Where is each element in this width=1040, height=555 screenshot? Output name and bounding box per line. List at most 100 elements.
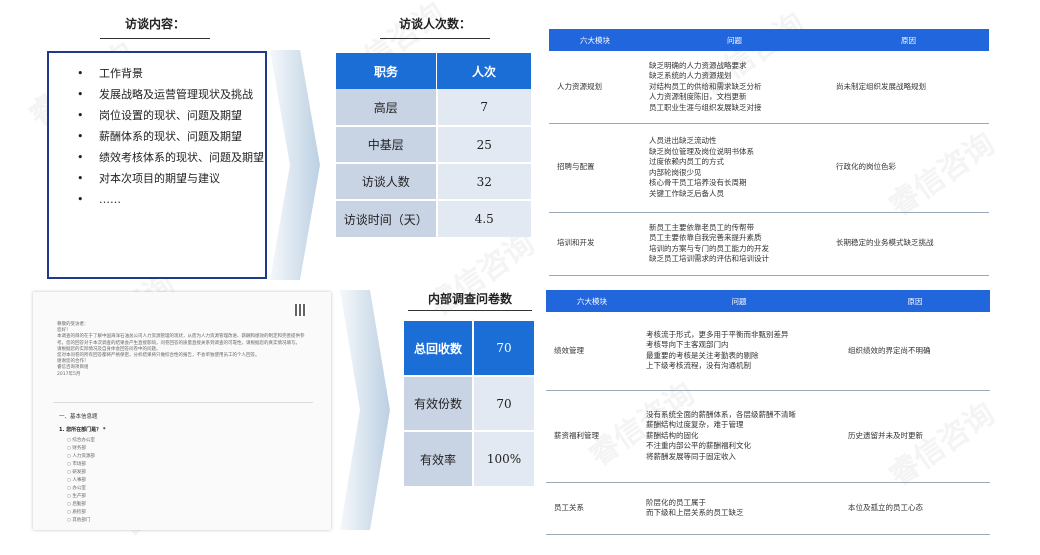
interview-item: 发展战略及运营管理现状及挑战	[77, 84, 265, 105]
interview-item: 对本次项目的期望与建议	[77, 168, 265, 189]
module-cell: 人力资源规划	[549, 51, 641, 124]
survey-options: ○ 综合办公室 ○ 财务部 ○ 人力资源部 ○ 市场部 ○ 研发部 ○ 人事部 …	[67, 437, 95, 525]
issues-cell: 没有系统全面的薪酬体系，各层级薪酬不清晰薪酬结构过度复杂，难于管理薪酬结构的固化…	[638, 390, 840, 483]
arrow-shape	[270, 50, 320, 280]
survey-question: 1. 您所在部门是？ *	[59, 427, 106, 433]
survey-count-value: 70	[472, 321, 534, 376]
interview-item: 薪酬体系的现状、问题及期望	[77, 126, 265, 147]
people-role: 访谈时间（天）	[336, 200, 437, 237]
survey-greeting: 尊敬的受访者：	[57, 322, 89, 327]
survey-thanks: 谢谢您的合作！	[57, 359, 89, 365]
people-title: 访谈人次数：	[398, 17, 471, 31]
list-item[interactable]: ○ 质检部	[67, 510, 86, 515]
interview-title: 访谈内容：	[124, 17, 185, 31]
module-cell: 薪资福利管理	[546, 390, 638, 483]
people-count: 4.5	[435, 200, 531, 237]
col-header-issue: 问题	[641, 29, 828, 51]
module-cell: 培训和开发	[549, 212, 641, 276]
col-header-module: 六大模块	[546, 290, 638, 312]
table-row: 中基层 25	[336, 126, 531, 164]
interview-box: 工作背景 发展战略及运营管理现状及挑战 岗位设置的现状、问题及期望 薪酬体系的现…	[47, 51, 267, 279]
survey-document: 尊敬的受访者： 您好！ 本调查的目的在于了解中国海洋石油总公司人力资源管理的现状…	[33, 292, 331, 530]
col-header-cause: 原因	[828, 29, 989, 51]
survey-paragraph: 本调查的目的在于了解中国海洋石油总公司人力资源管理的现状，从而为人力资源管理改进…	[57, 334, 305, 346]
arrow-shape	[340, 290, 390, 530]
table-row: 访谈人数 32	[336, 163, 531, 201]
hr-issues-table-1: 六大模块 问题 原因 人力资源规划 缺乏明确的人力资源战略要求缺乏系统的人力资源…	[549, 29, 989, 276]
survey-count-value: 100%	[472, 430, 534, 486]
cause-cell: 本位及孤立的员工心态	[840, 482, 990, 535]
list-item[interactable]: ○ 综合办公室	[67, 438, 95, 443]
module-cell: 员工关系	[546, 482, 638, 535]
cause-cell: 尚未制定组织发展战略规划	[828, 51, 989, 124]
module-cell: 招聘与配置	[549, 123, 641, 213]
table-row: 薪资福利管理 没有系统全面的薪酬体系，各层级薪酬不清晰薪酬结构过度复杂，难于管理…	[546, 390, 990, 483]
cause-cell: 行政化的岗位色彩	[828, 123, 989, 213]
interview-list: 工作背景 发展战略及运营管理现状及挑战 岗位设置的现状、问题及期望 薪酬体系的现…	[49, 53, 265, 210]
issues-cell: 新员工主要依靠老员工的传帮带员工主要依靠自我完善来提升素质培训的方案与专门的员工…	[641, 212, 828, 276]
list-item[interactable]: ○ 财务部	[67, 446, 86, 451]
list-item[interactable]: ○ 市场部	[67, 462, 86, 467]
people-table: 职务 人次 高层 7 中基层 25 访谈人数 32 访谈时间（天） 4.5	[336, 53, 531, 237]
interview-item: 绩效考核体系的现状、问题及期望	[77, 147, 265, 168]
issues-cell: 考核流于形式，更多用于平衡而非甄别差异考核导向下主客观部门内最重要的考核是关注考…	[638, 312, 840, 391]
survey-paragraph: 请根据您的实际情况及自身体会回答问卷中的问题。	[57, 346, 161, 352]
table-row: 招聘与配置 人员进出缺乏流动性缺乏岗位管理及岗位说明书体系过度依赖内员工的方式内…	[549, 123, 989, 213]
list-item[interactable]: ○ 其他部门	[67, 518, 91, 523]
people-table-header: 职务 人次	[336, 53, 531, 89]
qr-code	[295, 304, 307, 316]
cause-cell: 组织绩效的界定尚不明确	[840, 312, 990, 391]
survey-count-label: 有效份数	[404, 375, 473, 431]
module-cell: 绩效管理	[546, 312, 638, 391]
table-row: 高层 7	[336, 89, 531, 127]
list-item[interactable]: ○ 后勤部	[67, 502, 86, 507]
people-count: 32	[435, 163, 531, 201]
survey-org: 睿信咨询项目组	[57, 365, 89, 371]
table-header: 六大模块 问题 原因	[546, 290, 990, 312]
cause-cell: 长期稳定的业务模式缺乏挑战	[828, 212, 989, 276]
survey-paragraph: 您对本问卷的所有回答都将严格保密，分析结果将只做综合性的报告，不会单独使用员工的…	[57, 353, 260, 359]
people-count: 7	[435, 89, 531, 127]
survey-section: 一、基本信息题	[59, 414, 98, 420]
people-role: 高层	[336, 89, 437, 127]
survey-count-title-underline	[408, 310, 532, 311]
table-row: 员工关系 阶层化的员工属于而下级和上层关系的员工缺乏 本位及孤立的员工心态	[546, 482, 990, 535]
list-item[interactable]: ○ 人事部	[67, 478, 86, 483]
table-row: 培训和开发 新员工主要依靠老员工的传帮带员工主要依靠自我完善来提升素质培训的方案…	[549, 212, 989, 276]
people-role: 访谈人数	[336, 163, 437, 201]
table-row: 有效份数 70	[404, 375, 534, 431]
table-row: 绩效管理 考核流于形式，更多用于平衡而非甄别差异考核导向下主客观部门内最重要的考…	[546, 312, 990, 391]
interview-title-underline	[100, 38, 210, 39]
people-header-role: 职务	[373, 64, 398, 79]
table-row: 访谈时间（天） 4.5	[336, 200, 531, 237]
people-role: 中基层	[336, 126, 437, 164]
list-item[interactable]: ○ 办公室	[67, 486, 86, 491]
survey-hello: 您好！	[57, 328, 71, 334]
interview-item: 工作背景	[77, 63, 265, 84]
interview-item: 岗位设置的现状、问题及期望	[77, 105, 265, 126]
col-header-cause: 原因	[840, 290, 990, 312]
table-row: 人力资源规划 缺乏明确的人力资源战略要求缺乏系统的人力资源规划对结构员工的供给和…	[549, 51, 989, 124]
cause-cell: 历史遗留并未及时更新	[840, 390, 990, 483]
survey-count-table: 总回收数 70 有效份数 70 有效率 100%	[404, 321, 534, 486]
people-title-underline	[380, 38, 490, 39]
table-row: 总回收数 70	[404, 321, 534, 376]
issues-cell: 缺乏明确的人力资源战略要求缺乏系统的人力资源规划对结构员工的供给和需求缺乏分析人…	[641, 51, 828, 124]
list-item[interactable]: ○ 研发部	[67, 470, 86, 475]
survey-count-title: 内部调查问卷数	[427, 292, 512, 306]
table-header: 六大模块 问题 原因	[549, 29, 989, 51]
people-count: 25	[435, 126, 531, 164]
hr-issues-table-2: 六大模块 问题 原因 绩效管理 考核流于形式，更多用于平衡而非甄别差异考核导向下…	[546, 290, 990, 535]
survey-count-value: 70	[472, 375, 534, 431]
table-row: 有效率 100%	[404, 430, 534, 486]
col-header-issue: 问题	[638, 290, 840, 312]
col-header-module: 六大模块	[549, 29, 641, 51]
issues-cell: 阶层化的员工属于而下级和上层关系的员工缺乏	[638, 482, 840, 535]
survey-date: 2017年5月	[57, 371, 81, 377]
people-header-count: 人次	[436, 53, 531, 89]
list-item[interactable]: ○ 生产部	[67, 494, 86, 499]
survey-count-label: 有效率	[404, 430, 473, 486]
survey-count-label: 总回收数	[404, 321, 473, 376]
issues-cell: 人员进出缺乏流动性缺乏岗位管理及岗位说明书体系过度依赖内员工的方式内部轮岗很少见…	[641, 123, 828, 213]
list-item[interactable]: ○ 人力资源部	[67, 454, 95, 459]
